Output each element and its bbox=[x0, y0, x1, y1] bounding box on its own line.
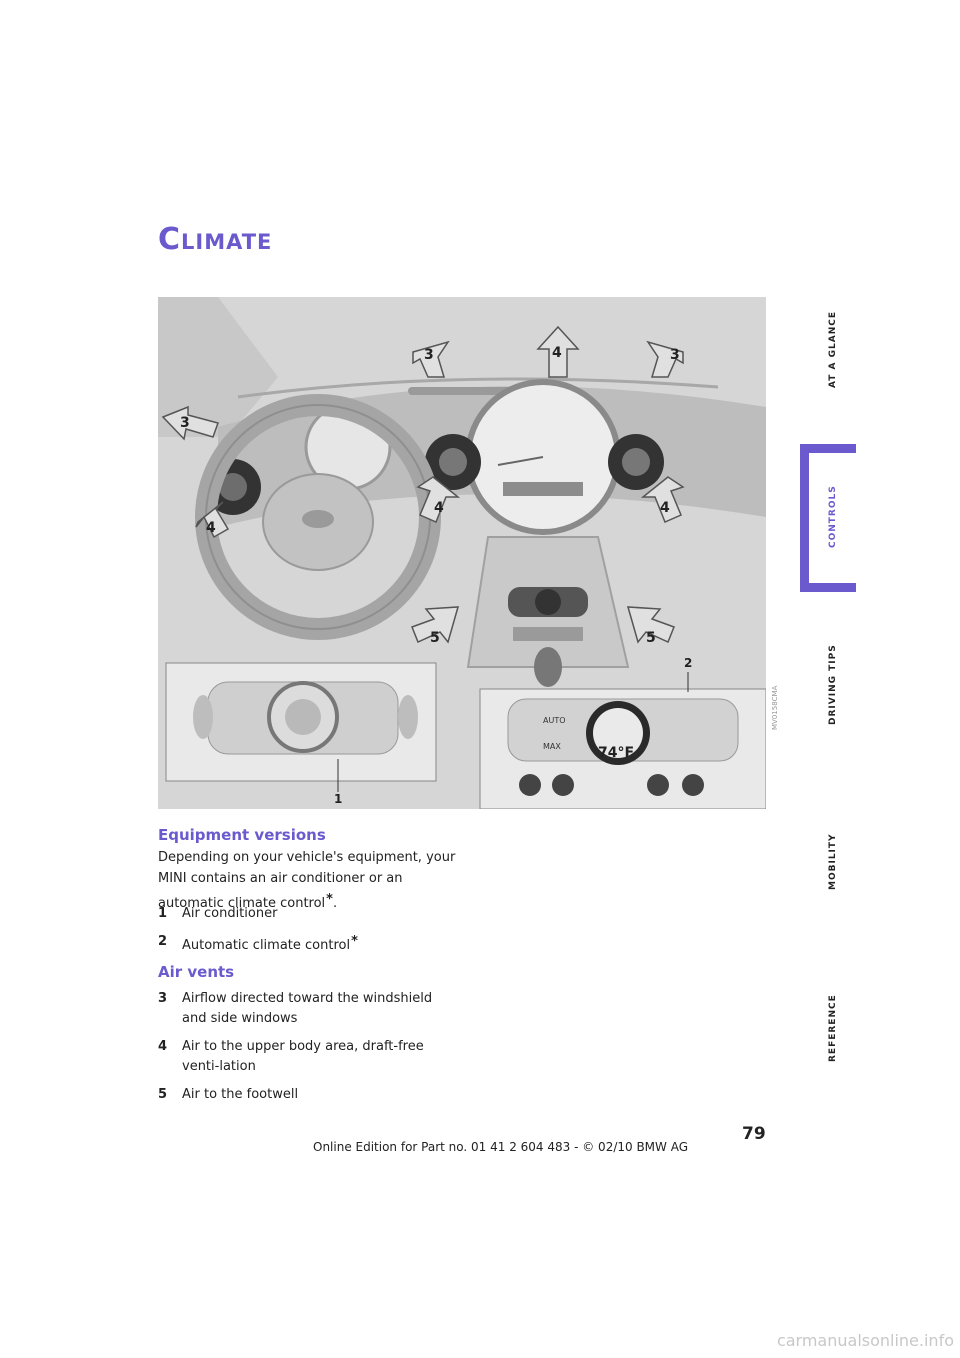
equipment-intro: Depending on your vehicle's equipment, y… bbox=[158, 850, 456, 911]
page-number: 79 bbox=[742, 1124, 766, 1144]
climate-illustration: 3 4 3 3 4 4 4 5 5 1 74°F AUTO MAX 2 bbox=[158, 297, 766, 809]
max-button-label: MAX bbox=[543, 742, 561, 751]
optional-star-icon: * bbox=[351, 934, 358, 949]
watermark: carmanualsonline.info bbox=[776, 1331, 954, 1350]
temp-display: 74°F bbox=[598, 745, 634, 761]
tab-at-a-glance[interactable]: AT A GLANCE bbox=[828, 310, 838, 388]
svg-text:3: 3 bbox=[180, 415, 190, 431]
list-item: 5 Air to the footwell bbox=[158, 1087, 299, 1102]
section-heading-equipment: Equipment versions bbox=[158, 826, 326, 844]
svg-text:4: 4 bbox=[552, 345, 562, 361]
list-item: 2 Automatic climate control* bbox=[158, 934, 358, 953]
svg-text:2: 2 bbox=[684, 656, 692, 670]
svg-text:5: 5 bbox=[430, 630, 440, 646]
tab-controls[interactable]: CONTROLS bbox=[828, 485, 838, 548]
equipment-list: 1 Air conditioner 2 Automatic climate co… bbox=[158, 904, 458, 964]
list-item: 4 Air to the upper body area, draft-free… bbox=[158, 1039, 424, 1074]
list-item: 3 Airflow directed toward the windshield… bbox=[158, 991, 433, 1026]
auto-button-label: AUTO bbox=[543, 716, 566, 725]
svg-text:3: 3 bbox=[670, 347, 680, 363]
active-tab-marker bbox=[800, 444, 856, 592]
svg-text:4: 4 bbox=[206, 520, 216, 536]
svg-text:3: 3 bbox=[424, 347, 434, 363]
section-heading-air-vents: Air vents bbox=[158, 963, 235, 981]
list-item: 1 Air conditioner bbox=[158, 906, 278, 921]
tab-driving-tips[interactable]: DRIVING TIPS bbox=[828, 644, 838, 725]
svg-text:1: 1 bbox=[334, 792, 342, 806]
svg-text:4: 4 bbox=[434, 500, 444, 516]
air-vents-list: 3 Airflow directed toward the windshield… bbox=[158, 989, 458, 1113]
optional-star-icon: * bbox=[326, 892, 333, 907]
tab-mobility[interactable]: MOBILITY bbox=[828, 833, 838, 890]
page-title: Climate bbox=[158, 222, 273, 257]
tab-reference[interactable]: REFERENCE bbox=[828, 994, 838, 1062]
svg-text:4: 4 bbox=[660, 500, 670, 516]
footer-text: Online Edition for Part no. 01 41 2 604 … bbox=[313, 1140, 689, 1154]
svg-text:5: 5 bbox=[646, 630, 656, 646]
figure-code: MV0158CMA bbox=[771, 685, 779, 730]
